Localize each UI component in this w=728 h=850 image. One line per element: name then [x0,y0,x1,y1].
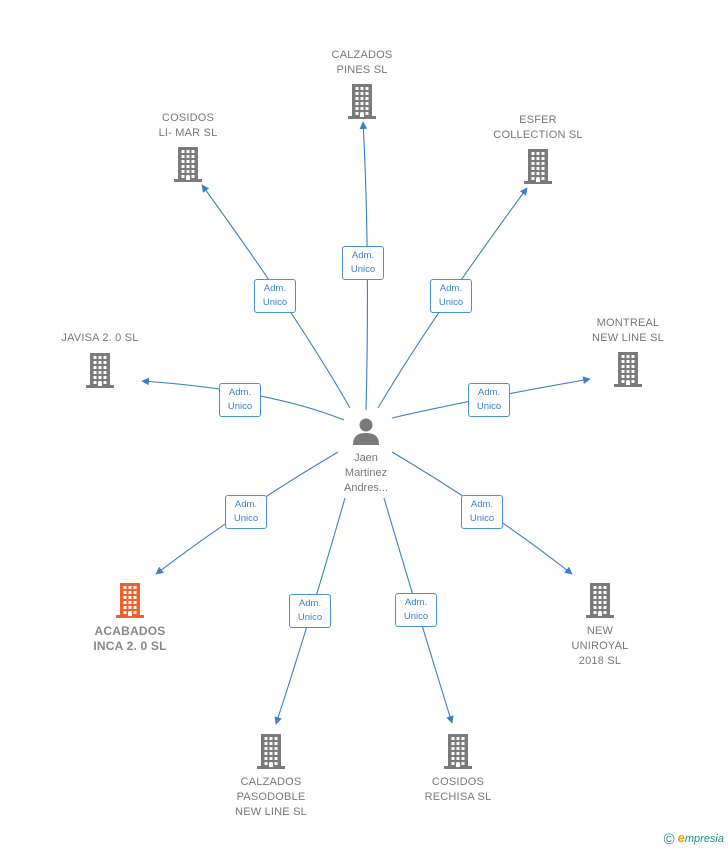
company-name-line: COSIDOS [161,112,215,124]
edge-badge-line: Unico [476,401,502,412]
company-node-calzados-pines[interactable]: CALZADOS PINES SL [322,48,402,119]
edge-badge-montreal-new-line[interactable]: Adm. Unico [468,383,510,417]
building-icon [174,147,202,182]
company-name-line: ACABADOS [94,624,166,638]
edge-badge-line: Unico [469,513,495,524]
company-name-line: 2018 SL [578,655,622,667]
company-name-line: JAVISA 2. 0 SL [61,332,139,344]
company-name-line: PASODOBLE [236,791,306,803]
edge-badge-line: Adm. [228,387,252,398]
edge-badge-line: Adm. [263,283,287,294]
brand-name: mpresia [684,833,724,845]
person-node[interactable]: Jaen Martinez Andres... [330,416,402,496]
edge-badge-esfer-collection[interactable]: Adm. Unico [430,279,472,313]
building-icon [614,352,642,387]
brand-initial: e [677,830,685,845]
company-node-calzados-pasodoble[interactable]: CALZADOS PASODOBLE NEW LINE SL [211,733,331,820]
company-node-new-uniroyal[interactable]: NEW UNIROYAL 2018 SL [548,582,652,669]
edge-badge-line: Unico [403,611,429,622]
edge-badge-line: Adm. [477,387,501,398]
edge-badge-new-uniroyal[interactable]: Adm. Unico [461,495,503,529]
edge-badge-calzados-pasodoble[interactable]: Adm. Unico [289,594,331,628]
edge-badge-calzados-pines[interactable]: Adm. Unico [342,246,384,280]
company-name-line: COSIDOS [431,776,485,788]
edge-badge-line: Unico [297,612,323,623]
company-name-line: CALZADOS [240,776,302,788]
building-icon [116,583,144,618]
company-name-line: NEW LINE SL [235,806,307,818]
building-icon [86,353,114,388]
edge-badge-cosidos-li-mar[interactable]: Adm. Unico [254,279,296,313]
company-node-cosidos-li-mar[interactable]: COSIDOS LI- MAR SL [148,111,228,182]
person-name-line-2: Martinez [344,467,388,479]
edge-badge-line: Unico [227,401,253,412]
company-name-line: ESFER [519,114,557,126]
company-name-line: COLLECTION SL [493,129,583,141]
building-icon [348,84,376,119]
company-node-cosidos-rechisa[interactable]: COSIDOS RECHISA SL [398,733,518,805]
company-name-line: PINES SL [336,64,388,76]
person-icon [353,418,379,445]
edge-badge-line: Adm. [404,597,428,608]
edge-badge-javisa[interactable]: Adm. Unico [219,383,261,417]
footer-brand[interactable]: ©empresia [664,830,724,848]
edge-badge-acabados-inca[interactable]: Adm. Unico [225,495,267,529]
edge-badge-line: Adm. [470,499,494,510]
building-icon [444,734,472,769]
building-icon [524,149,552,184]
company-name-line: NEW LINE SL [592,332,664,344]
person-name-line-1: Jaen [354,452,378,464]
edge-badge-line: Unico [350,264,376,275]
copyright-symbol: © [663,831,675,848]
company-name-line: RECHISA SL [424,791,492,803]
person-name-line-3: Andres... [343,482,389,494]
edge-badge-line: Unico [262,297,288,308]
edge-badge-cosidos-rechisa[interactable]: Adm. Unico [395,593,437,627]
building-icon [586,583,614,618]
edge-badge-line: Adm. [439,283,463,294]
company-name-line: INCA 2. 0 SL [93,639,167,653]
edge-badge-line: Adm. [298,598,322,609]
company-node-esfer-collection[interactable]: ESFER COLLECTION SL [478,113,598,184]
edge-badge-line: Unico [438,297,464,308]
building-icon [257,734,285,769]
company-node-javisa[interactable]: JAVISA 2. 0 SL [40,331,160,388]
company-name-line: NEW [586,625,614,637]
company-name-line: MONTREAL [596,317,660,329]
company-name-line: LI- MAR SL [158,127,218,139]
company-name-line: UNIROYAL [571,640,629,652]
edge-badge-line: Adm. [234,499,258,510]
company-name-line: CALZADOS [331,49,393,61]
edge-badge-line: Adm. [351,250,375,261]
company-node-montreal-new-line[interactable]: MONTREAL NEW LINE SL [568,316,688,387]
edge-badge-line: Unico [233,513,259,524]
